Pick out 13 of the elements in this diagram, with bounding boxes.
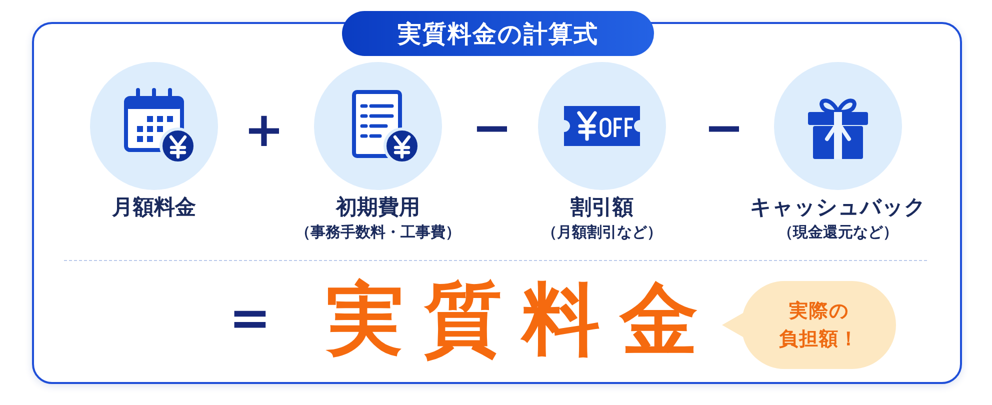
plus-sign: + [244,106,284,154]
title-tab: 実質料金の計算式 [342,11,654,56]
term-label: 初期費用 [336,194,420,221]
minus-sign: − [704,104,744,152]
minus-sign: − [472,104,512,152]
term-label: 月額料金 [112,194,196,221]
term-label: キャッシュバック [750,194,926,221]
term-note: （事務手数料・工事費） [296,223,460,243]
equals-sign: = [229,293,271,343]
term-note: （月額割引など） [542,223,662,243]
bubble-text: 実際の負担額！ [779,298,859,352]
term-note: （現金還元など） [778,223,898,243]
term-label: 割引額 [570,194,634,221]
